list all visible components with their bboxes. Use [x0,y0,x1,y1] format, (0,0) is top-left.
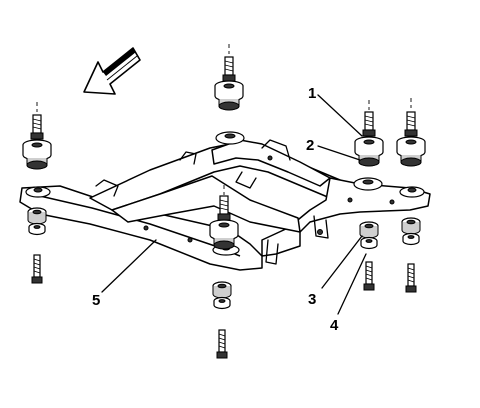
callout-3: 3 [308,291,316,308]
front-direction-arrow-icon [83,47,141,95]
mount-stack-rear-center [214,43,244,111]
callout-leaders [101,94,367,315]
frame-cradle [19,131,431,271]
callout-4: 4 [330,317,339,334]
callout-1: 1 [308,85,316,102]
callout-5: 5 [92,292,100,309]
callout-2: 2 [306,137,314,154]
